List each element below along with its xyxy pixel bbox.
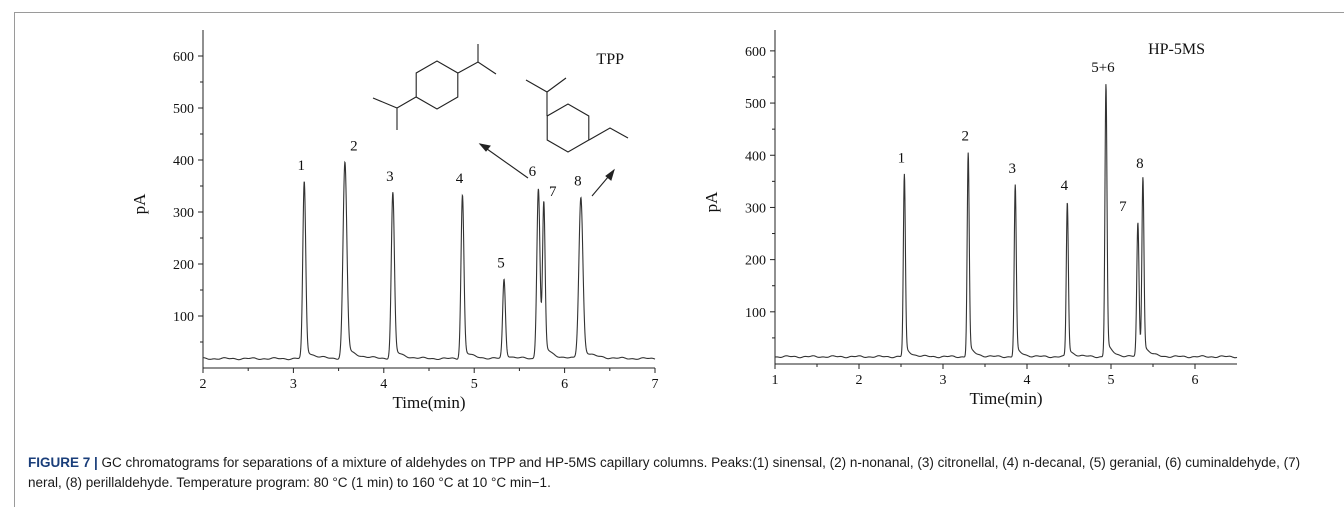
panel-title: HP-5MS (1148, 41, 1205, 58)
peak-label: 7 (549, 184, 557, 200)
x-tick-label: 3 (940, 373, 947, 388)
isopropyl-bonds (372, 96, 417, 130)
x-tick-label: 2 (200, 377, 207, 392)
chromatogram-trace (774, 84, 1238, 359)
x-tick-label: 2 (856, 373, 863, 388)
y-tick-label: 100 (173, 310, 194, 325)
x-tick-label: 6 (1192, 373, 1199, 388)
cuminaldehyde-ring (415, 60, 459, 110)
y-tick-label: 500 (745, 97, 766, 112)
y-axis-label: pA (702, 191, 721, 213)
peak-label: 8 (574, 173, 582, 189)
arrowhead-cuminaldehyde (478, 143, 491, 152)
peak-label: 7 (1119, 199, 1127, 215)
y-tick-label: 400 (173, 154, 194, 169)
peak-label: 6 (529, 164, 537, 180)
peak-label: 5 (497, 256, 505, 272)
arrowhead-perillaldehyde (605, 168, 615, 181)
peak-label: 2 (350, 139, 358, 155)
x-tick-label: 4 (380, 377, 387, 392)
x-tick-label: 7 (652, 377, 659, 392)
figure-frame (14, 12, 1344, 507)
figure-caption: FIGURE 7 | GC chromatograms for separati… (28, 453, 1328, 493)
peak-label: 1 (297, 158, 305, 174)
y-tick-label: 100 (745, 306, 766, 321)
peak-label: 1 (898, 151, 906, 167)
x-tick-label: 4 (1024, 373, 1031, 388)
perillaldehyde-ring (546, 103, 590, 153)
peak-label: 4 (456, 171, 464, 187)
x-tick-label: 6 (561, 377, 568, 392)
caption-text: GC chromatograms for separations of a mi… (28, 455, 1301, 490)
y-tick-label: 400 (745, 149, 766, 164)
y-tick-label: 200 (745, 254, 766, 269)
peak-label: 8 (1136, 156, 1144, 172)
y-tick-label: 200 (173, 258, 194, 273)
arrow-to-cuminaldehyde (479, 143, 529, 179)
x-tick-label: 5 (1108, 373, 1115, 388)
panel-title: TPP (596, 51, 624, 68)
isopropenyl-bonds (525, 77, 567, 116)
peak-label: 2 (961, 129, 969, 145)
peak-label: 3 (386, 169, 394, 185)
x-axis-label: Time(min) (969, 389, 1042, 408)
figure-label: FIGURE 7 | (28, 455, 98, 470)
y-tick-label: 600 (745, 45, 766, 60)
chromatogram-trace (202, 160, 656, 361)
y-tick-label: 600 (173, 50, 194, 65)
y-tick-label: 300 (745, 201, 766, 216)
molecule-structures (372, 44, 629, 153)
x-tick-label: 1 (772, 373, 779, 388)
x-tick-label: 5 (471, 377, 478, 392)
peak-label: 4 (1061, 178, 1069, 194)
cuminaldehyde-cho-bond (457, 61, 497, 75)
y-tick-label: 500 (173, 102, 194, 117)
peak-label: 3 (1008, 161, 1016, 177)
x-tick-label: 3 (290, 377, 297, 392)
x-axis-label: Time(min) (392, 393, 465, 412)
y-axis-label: pA (130, 193, 149, 215)
y-tick-label: 300 (173, 206, 194, 221)
peak-label: 5+6 (1091, 60, 1115, 76)
perillaldehyde-cho-bond (588, 127, 629, 141)
